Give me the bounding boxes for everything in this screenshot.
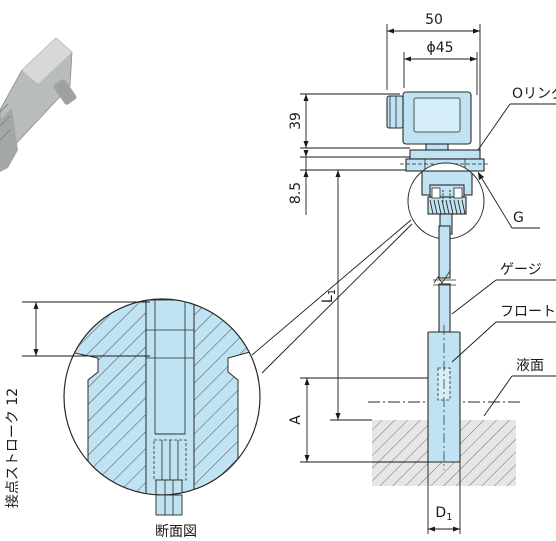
dim-phi45-label: ϕ45	[426, 40, 453, 56]
product-photo	[0, 37, 77, 172]
d1-dimension: D1	[427, 462, 461, 534]
section-caption: 断面図	[155, 524, 197, 540]
callout-o-ring: Oリング	[512, 86, 556, 102]
width-dimensions: 50 ϕ45	[386, 12, 481, 150]
dim-a-label: A	[288, 415, 304, 425]
float	[427, 325, 461, 470]
a-dimension: A	[288, 377, 428, 463]
stroke-label: 接点ストローク 12	[4, 388, 21, 508]
callouts: Oリング G ゲージ フロート 液面	[451, 86, 556, 417]
callout-liquid-level: 液面	[516, 358, 544, 374]
stroke-dimension: 接点ストローク 12	[4, 301, 150, 508]
l1-dimension: L1	[320, 170, 372, 421]
gauge-rod	[433, 225, 456, 333]
callout-g: G	[513, 210, 524, 226]
callout-float: フロート	[500, 304, 556, 320]
dim-l1-label: L1	[320, 289, 338, 303]
section-detail: 断面図	[63, 298, 261, 540]
dim-d1-label: D1	[435, 505, 452, 523]
detail-leader	[251, 219, 413, 374]
dim-50-label: 50	[425, 12, 443, 28]
switch-side-view	[386, 91, 488, 172]
dim-39-label: 39	[288, 112, 304, 130]
dim-8-5-label: 8.5	[288, 182, 304, 204]
callout-gauge: ゲージ	[500, 262, 542, 278]
height-dimensions: 39 8.5	[288, 93, 420, 215]
